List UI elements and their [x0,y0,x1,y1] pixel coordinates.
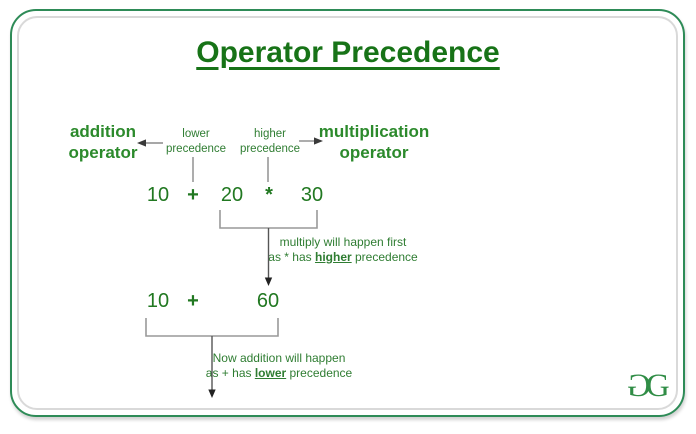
expr1-plus-operator: + [187,184,199,206]
geeksforgeeks-logo: GG [627,368,670,404]
arrow-to-multiplication-operator [299,137,323,145]
lower-precedence-line1: lower [182,128,210,140]
addition-note-line2: as + has lower precedence [206,366,352,381]
page-title: Operator Precedence [196,36,500,69]
addition-operator-label: addition operator [69,121,138,163]
logo-g-mirrored: G [627,368,651,404]
multiply-note-line2: as * has higher precedence [268,250,417,265]
expr1-operand-10: 10 [146,184,170,206]
multiplication-operator-label: multiplication operator [319,121,430,163]
inner-card-border [17,16,678,410]
lower-precedence-label: lower precedence [166,127,226,156]
higher-precedence-label: higher precedence [240,127,300,156]
expr1-star-operator: * [265,184,273,206]
logo-g: G [645,368,670,404]
multiply-note-emphasis: higher [314,250,352,264]
bracket-10-60 [145,318,279,337]
expr2-plus-operator: + [187,290,199,312]
addition-note-before: as + has [205,366,255,380]
arrow-addition-result [208,336,216,398]
expr2-result-60: 60 [256,290,280,312]
multiply-note-after: precedence [351,250,418,264]
expr2-operand-10: 10 [146,290,170,312]
addition-note-emphasis: lower [254,366,287,380]
addition-note: Now addition will happen as + has lower … [206,351,352,381]
addition-note-line1: Now addition will happen [212,351,346,365]
expr1-operand-20: 20 [220,184,244,206]
multiplication-operator-line2: operator [339,143,409,162]
multiplication-operator-line1: multiplication [318,122,430,141]
addition-operator-line2: operator [68,143,138,162]
outer-green-border [10,9,685,417]
bracket-20-30 [219,210,318,229]
arrow-to-addition-operator [137,139,163,147]
arrow-multiply-result [264,228,273,286]
multiply-note-before: as * has [268,250,315,264]
expr1-operand-30: 30 [300,184,324,206]
multiply-note: multiply will happen first as * has high… [268,235,417,265]
higher-precedence-line1: higher [254,128,286,140]
higher-precedence-line2: precedence [239,142,301,155]
multiply-note-line1: multiply will happen first [279,235,407,249]
lower-precedence-line2: precedence [165,142,227,155]
addition-operator-line1: addition [69,122,137,141]
addition-note-after: precedence [286,366,353,380]
